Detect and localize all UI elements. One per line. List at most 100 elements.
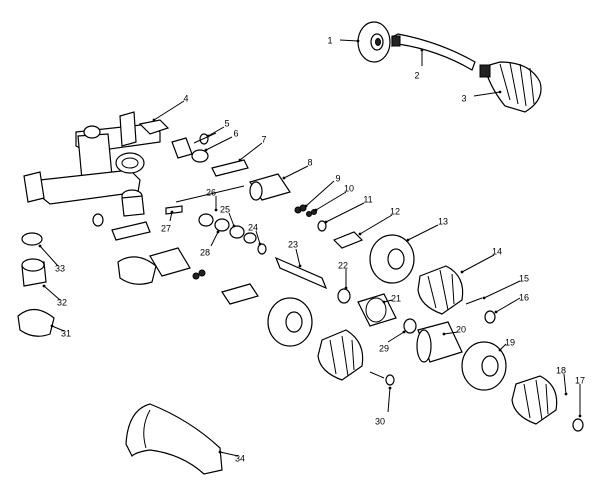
leader-tip-10: [314, 208, 318, 212]
part-labels: 1234567891011121314151617181920212223242…: [38, 35, 585, 463]
leader-tip-31: [50, 324, 54, 328]
leader-tip-8: [282, 176, 286, 180]
leader-line-33: [39, 245, 59, 267]
part-13-escutcheon: [369, 234, 415, 284]
part-5-washer: [193, 132, 217, 145]
leader-tip-4: [152, 118, 156, 122]
leader-tip-21: [382, 300, 386, 304]
part-14-handle: [417, 265, 464, 315]
leader-tip-5: [206, 134, 210, 138]
leader-line-7: [239, 142, 263, 161]
leader-line-27: [169, 211, 173, 222]
leader-line-4: [153, 100, 185, 121]
leader-tip-19: [498, 348, 502, 352]
part-label-11: 11: [363, 194, 372, 204]
part-label-21: 21: [391, 293, 401, 303]
leader-line-3: [473, 91, 501, 97]
leader-line-31: [51, 325, 65, 332]
leader-tip-32: [42, 284, 46, 288]
part-label-3: 3: [461, 93, 466, 103]
leader-line-11: [325, 202, 365, 223]
part-label-20: 20: [456, 324, 466, 334]
lower-handle-left: [117, 256, 157, 285]
leader-tip-25: [232, 224, 236, 228]
leader-tip-6: [204, 148, 208, 152]
leader-tip-15: [482, 296, 486, 300]
leader-tip-24: [258, 242, 262, 246]
part-18-handle: [511, 375, 558, 425]
leader-tip-34: [218, 450, 222, 454]
leader-tip-3: [498, 90, 502, 94]
lower-escutcheon: [267, 297, 313, 347]
part-28-washer-set: [198, 213, 245, 239]
part-20-sleeve: [416, 321, 463, 363]
lower-sleeve: [149, 247, 191, 277]
leader-line-32: [43, 285, 61, 301]
leader-line-10: [315, 191, 347, 211]
part-label-16: 16: [519, 292, 529, 302]
part-33-oring: [21, 232, 43, 246]
part-label-9: 9: [335, 173, 340, 183]
part-19-escutcheon: [461, 341, 507, 391]
leader-line-20: [443, 331, 459, 335]
leader-line-25: [228, 212, 235, 227]
part-label-12: 12: [390, 206, 400, 216]
part-label-31: 31: [61, 328, 71, 338]
leader-line-34: [219, 451, 239, 457]
part-label-18: 18: [556, 365, 566, 375]
part-26-bracket: [175, 185, 245, 203]
leader-line-8: [283, 165, 309, 179]
leader-line-29: [387, 331, 405, 343]
part-label-24: 24: [248, 222, 258, 232]
leader-tip-27: [170, 210, 174, 214]
leader-tip-7: [238, 158, 242, 162]
part-31-handle: [17, 308, 55, 337]
part-label-25: 25: [220, 204, 230, 214]
leader-line-30: [387, 387, 391, 413]
leader-line-16: [495, 297, 521, 313]
lower-handle: [317, 329, 364, 381]
part-label-13: 13: [438, 216, 448, 226]
part-34-tub-spout: [125, 403, 223, 475]
leader-tip-22: [344, 286, 348, 290]
part-21-cartridge: [357, 293, 397, 327]
upper-bonnet: [121, 189, 145, 217]
leader-tip-30: [388, 386, 392, 390]
part-16-cap: [484, 310, 496, 324]
leader-tip-12: [358, 232, 362, 236]
part-12-stem: [332, 231, 364, 249]
leader-line-1: [339, 39, 359, 42]
part-label-8: 8: [307, 157, 312, 167]
leader-tip-29: [402, 330, 406, 334]
part-label-7: 7: [261, 134, 266, 144]
part-label-23: 23: [288, 239, 298, 249]
part-22-ring: [337, 288, 351, 304]
part-30-screw: [369, 371, 395, 386]
valve-body: [23, 111, 170, 205]
part-label-34: 34: [235, 453, 245, 463]
part-label-29: 29: [379, 343, 389, 353]
part-27-screw: [165, 205, 183, 215]
leader-tip-2: [420, 48, 424, 52]
part-label-19: 19: [505, 337, 515, 347]
part-label-17: 17: [575, 375, 585, 385]
part-29-oring: [403, 318, 417, 334]
leader-tip-18: [564, 392, 568, 396]
leader-line-28: [210, 231, 219, 247]
part-label-5: 5: [224, 118, 229, 128]
part-label-33: 33: [55, 263, 65, 273]
shower-head: [479, 61, 542, 113]
part-label-2: 2: [414, 70, 419, 80]
leader-line-13: [407, 224, 439, 241]
part-label-28: 28: [200, 247, 210, 257]
leader-tip-11: [324, 220, 328, 224]
part-23-stem: [274, 256, 328, 290]
part-label-10: 10: [344, 183, 354, 193]
part-8-sleeve: [249, 173, 291, 201]
part-label-1: 1: [327, 35, 332, 45]
lower-stem-2: [221, 283, 259, 305]
leader-tip-20: [442, 332, 446, 336]
part-17-cap: [572, 418, 584, 432]
leader-tip-17: [578, 414, 582, 418]
